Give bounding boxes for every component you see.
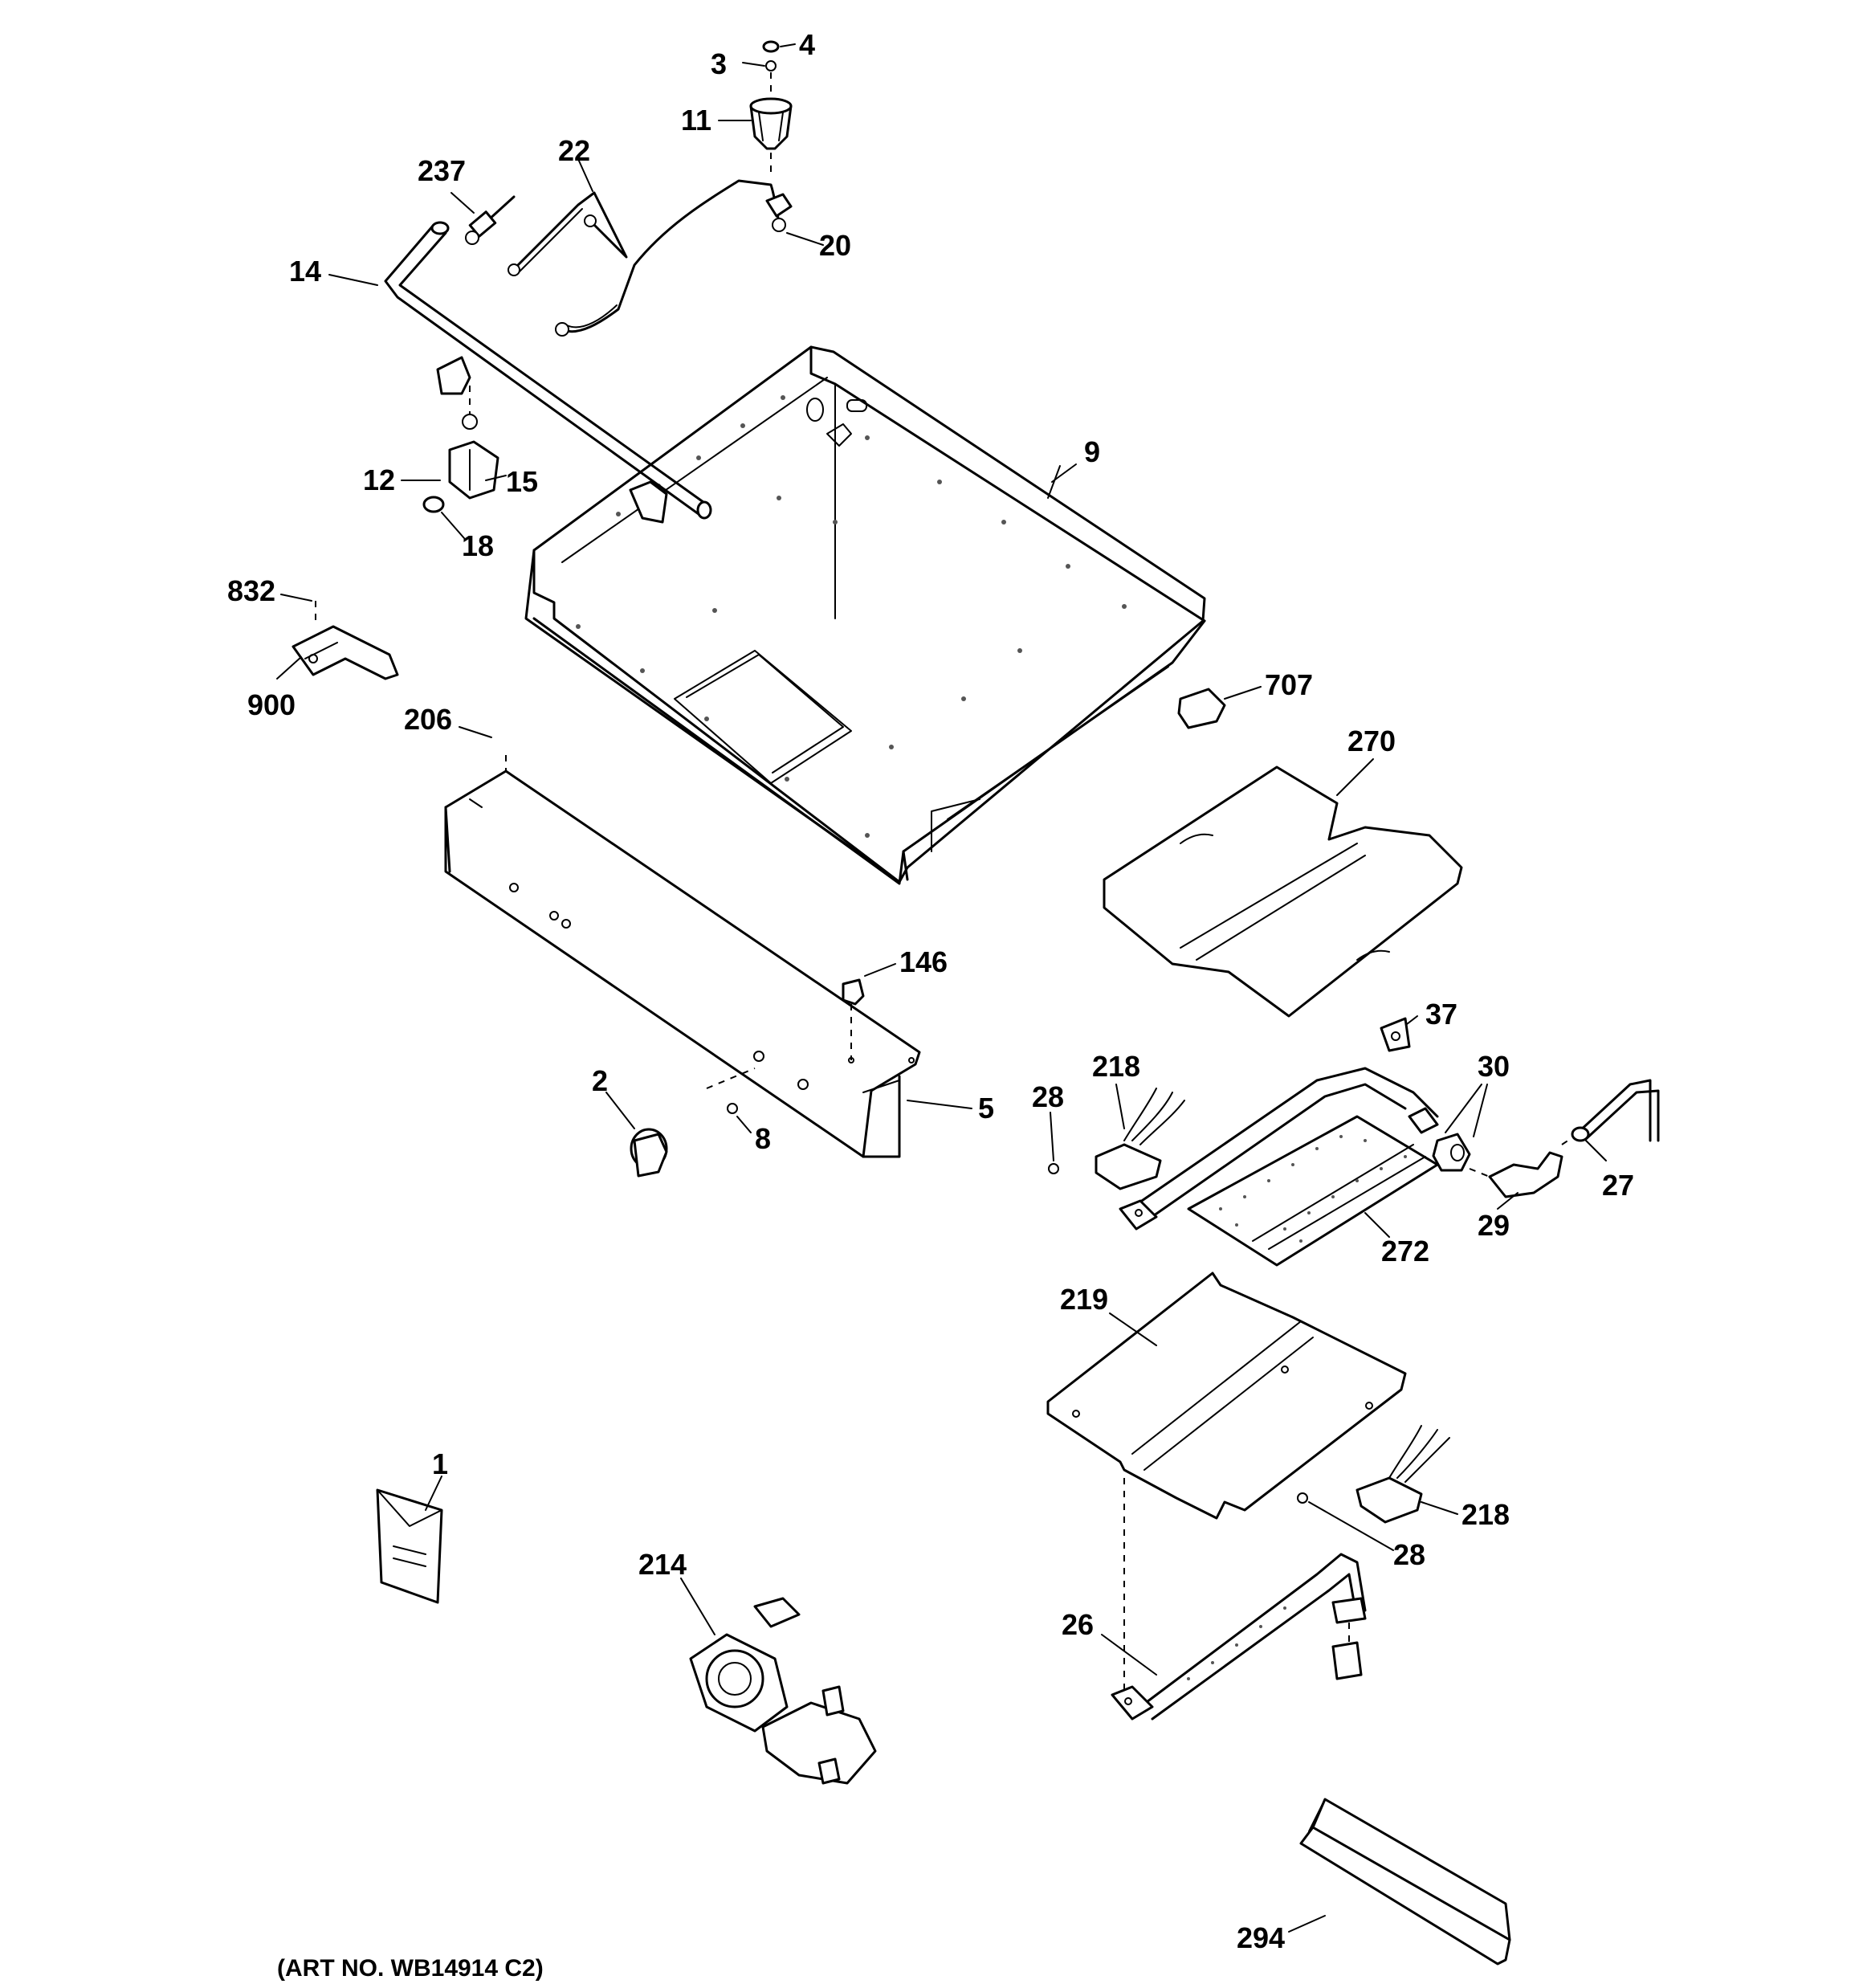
trim-piece-294 (1299, 1798, 1511, 1966)
callout-28-upper: 28 (1032, 1080, 1064, 1113)
burner-box-tray (524, 345, 1206, 885)
art-number: (ART NO. WB14914 C2) (277, 1955, 544, 1982)
callout-3: 3 (711, 47, 727, 80)
callout-27: 27 (1602, 1169, 1634, 1202)
callout-146: 146 (899, 945, 948, 978)
leader-lines (276, 43, 1607, 1933)
tube-fitting-237 (465, 195, 516, 245)
callout-labels: 4 3 11 22 237 20 14 9 12 15 18 832 900 7… (227, 28, 1634, 1982)
bracket-900 (291, 601, 399, 680)
callout-5: 5 (978, 1092, 994, 1125)
callout-4: 4 (799, 28, 815, 61)
callout-832: 832 (227, 574, 275, 607)
callout-237: 237 (418, 154, 466, 187)
callout-900: 900 (247, 688, 296, 721)
literature-envelope-1 (376, 1488, 443, 1604)
callout-12: 12 (363, 463, 395, 496)
callout-14: 14 (289, 255, 321, 288)
gas-valve-214 (689, 1597, 877, 1785)
igniter-218-upper (1095, 1088, 1185, 1190)
igniter-218-lower (1355, 1425, 1450, 1524)
callout-2: 2 (592, 1064, 608, 1097)
pressure-valve-assembly (422, 386, 499, 513)
callout-26: 26 (1062, 1608, 1094, 1641)
callout-9: 9 (1084, 435, 1100, 468)
callout-272: 272 (1381, 1235, 1429, 1268)
screw-8 (727, 1103, 738, 1114)
callout-707: 707 (1265, 668, 1313, 701)
callout-18: 18 (462, 529, 494, 562)
callout-20: 20 (819, 229, 851, 262)
callout-28-lower: 28 (1393, 1538, 1425, 1571)
callout-30: 30 (1478, 1050, 1510, 1083)
elbow-29 (1469, 1151, 1563, 1198)
manifold-panel-5 (444, 755, 921, 1158)
callout-1: 1 (432, 1447, 448, 1480)
callout-270: 270 (1347, 725, 1396, 757)
heat-shield-270 (1103, 765, 1463, 1018)
callout-219: 219 (1060, 1283, 1108, 1316)
callout-22: 22 (558, 134, 590, 167)
callout-294: 294 (1237, 1921, 1285, 1954)
callout-218-upper: 218 (1092, 1050, 1140, 1083)
screw-28-lower (1297, 1492, 1308, 1504)
manifold-pipe-14 (384, 221, 712, 524)
callout-206: 206 (404, 703, 452, 736)
clip-146 (842, 978, 865, 1060)
supply-pipe-27 (1561, 1079, 1660, 1145)
orifice-hood-37 (1380, 1017, 1411, 1052)
insulator-707 (1177, 688, 1226, 729)
broil-burner-26 (1111, 1478, 1367, 1721)
burner-shield-219 (1046, 1272, 1407, 1520)
screw-28-upper (1048, 1163, 1059, 1174)
callout-218-lower: 218 (1461, 1498, 1510, 1531)
callout-8: 8 (755, 1122, 771, 1155)
orifice-coupling-30 (1408, 1107, 1471, 1172)
callout-214: 214 (638, 1548, 687, 1581)
top-burner-head (749, 40, 793, 173)
callout-15: 15 (506, 465, 538, 498)
callout-29: 29 (1478, 1209, 1510, 1242)
callout-37: 37 (1425, 998, 1457, 1031)
callout-11: 11 (681, 104, 711, 137)
control-knob-2 (630, 1128, 668, 1178)
gas-tubing (508, 179, 793, 337)
